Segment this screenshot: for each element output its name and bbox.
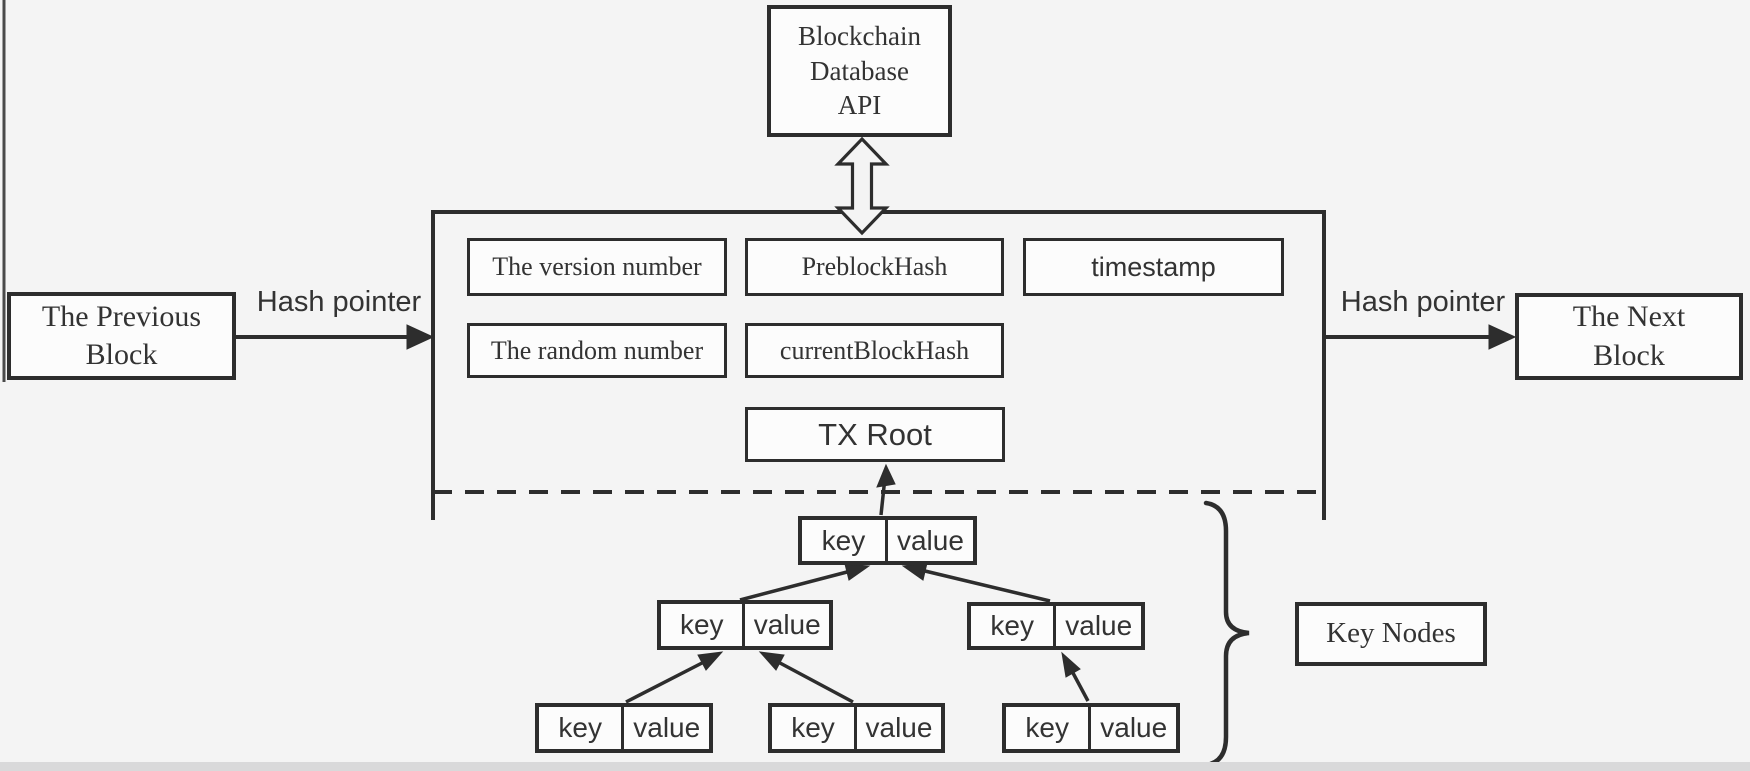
kv-rightchild-value-cell: value [1065, 610, 1133, 642]
leftchild-to-root-line [739, 570, 848, 602]
preblock-hash-field: PreblockHash [745, 238, 1004, 296]
kv-node-leaf-3: key value [1002, 703, 1180, 753]
kv-node-leaf-2: key value [768, 703, 945, 753]
next-block-box: The Next Block [1515, 293, 1743, 380]
kv-node-leaf-1: key value [535, 703, 713, 753]
api-double-arrow [834, 136, 890, 236]
bottom-gray-band [0, 762, 1750, 771]
kv-node-right-child: key value [967, 602, 1145, 650]
leaf2-to-leftchild-line [779, 661, 854, 704]
kv-leaf1-value-cell: value [633, 712, 701, 744]
hash-pointer-left-label: Hash pointer [256, 286, 422, 318]
timestamp-field: timestamp [1023, 238, 1284, 296]
rightchild-to-root-arrowhead [901, 562, 928, 581]
kv-leaf2-key-cell: key [772, 707, 857, 749]
random-number-field: The random number [467, 323, 727, 378]
kv-node-root: key value [798, 516, 977, 565]
leftchild-to-root-arrowhead [844, 563, 871, 581]
current-block-hash-field: currentBlockHash [745, 323, 1004, 378]
hash-pointer-left-arrowhead [406, 324, 435, 350]
kv-root-value-cell: value [896, 524, 964, 556]
kv-leaf1-key-cell: key [539, 707, 625, 749]
kv-rightchild-key-cell: key [971, 606, 1057, 646]
leaf1-to-leftchild-arrowhead [697, 651, 724, 671]
kv-leftchild-value-cell: value [753, 609, 821, 641]
key-nodes-box: Key Nodes [1295, 602, 1487, 666]
hash-pointer-right-arrowhead [1488, 324, 1517, 350]
leaf1-to-leftchild-line [625, 661, 703, 704]
kv-root-key-cell: key [802, 520, 888, 561]
root-to-txroot-line [879, 481, 887, 516]
version-number-field: The version number [467, 238, 727, 296]
kv-leaf3-value-cell: value [1100, 712, 1168, 744]
kv-leaf3-key-cell: key [1006, 707, 1092, 749]
kv-leaf2-value-cell: value [865, 712, 933, 744]
tx-root-box: TX Root [745, 407, 1005, 462]
kv-node-left-child: key value [657, 600, 833, 650]
rightchild-to-root-line [924, 569, 1051, 603]
leaf3-to-rightchild-line [1071, 672, 1090, 702]
key-nodes-brace [1203, 500, 1250, 768]
kv-leftchild-key-cell: key [661, 604, 746, 646]
root-to-txroot-arrowhead [876, 463, 896, 488]
leaf2-to-leftchild-arrowhead [758, 651, 785, 671]
previous-block-box: The Previous Block [7, 292, 236, 380]
leaf3-to-rightchild-arrowhead [1061, 651, 1081, 678]
blockchain-database-api-box: Blockchain Database API [767, 5, 952, 137]
hash-pointer-right-label: Hash pointer [1340, 286, 1506, 318]
